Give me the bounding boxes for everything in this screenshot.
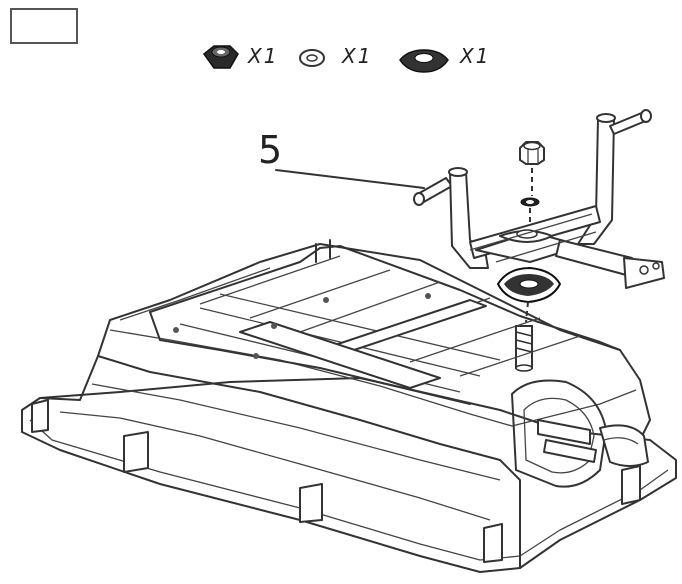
callout-leader-line [275, 169, 425, 189]
bracket-part [413, 109, 665, 289]
step-number-box [10, 8, 78, 44]
lock-nut-qty: X1 [248, 44, 279, 68]
washer-icon [299, 49, 325, 67]
callout-number: 5 [258, 128, 283, 172]
square-plate-qty: X1 [460, 44, 491, 68]
square-plate-icon [399, 49, 449, 73]
base-housing [21, 239, 677, 573]
washer-qty: X1 [342, 44, 373, 68]
lock-nut-icon [202, 45, 239, 69]
hardware-stack [496, 141, 562, 372]
